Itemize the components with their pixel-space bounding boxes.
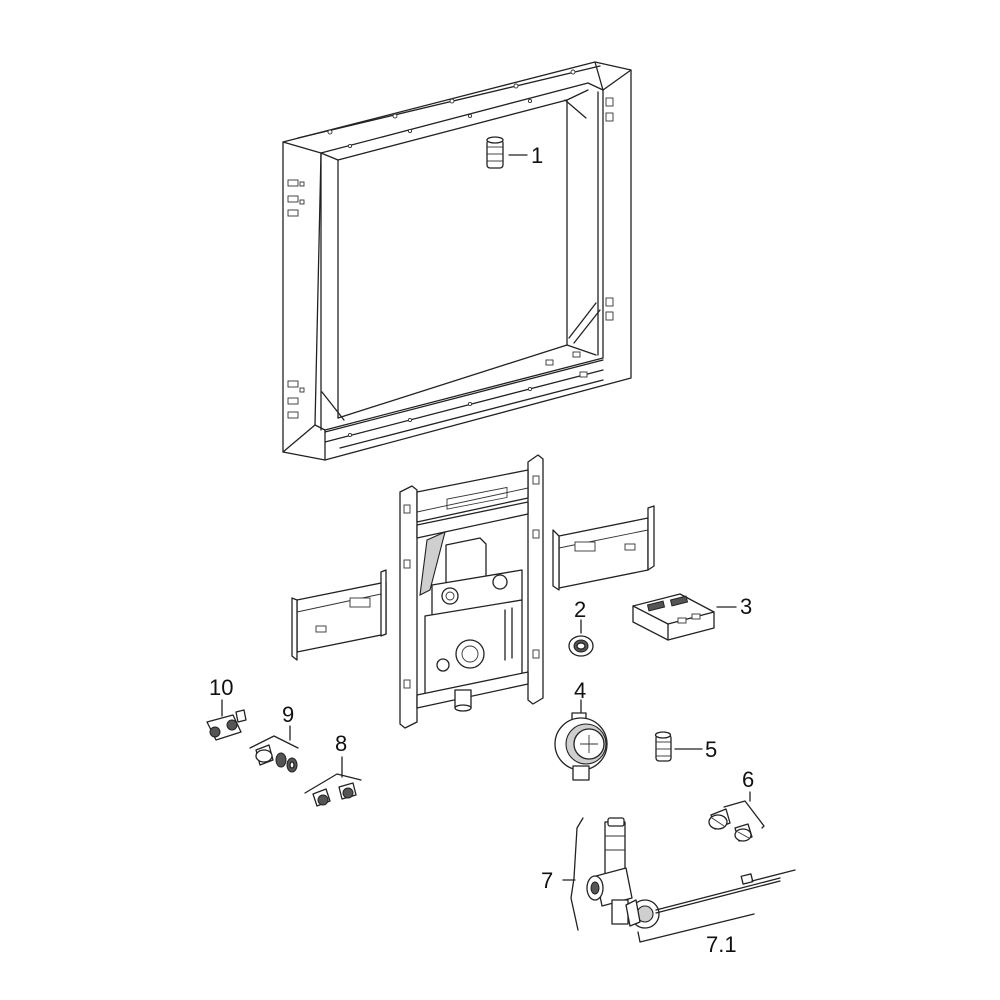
callout-8: 8 xyxy=(335,731,347,756)
part-8-clips xyxy=(312,782,357,807)
callout-labels: 1 2 3 4 5 6 7 7.1 8 9 10 xyxy=(209,143,754,957)
callout-7: 7 xyxy=(541,868,553,893)
right-wing-bracket xyxy=(552,505,655,591)
part-10-bracket xyxy=(206,709,247,741)
left-wing-bracket xyxy=(291,569,387,661)
part-5-plug xyxy=(654,731,672,762)
carrier-frame xyxy=(399,454,544,729)
callout-5: 5 xyxy=(705,737,717,762)
part-9-fittings xyxy=(255,744,298,773)
callout-4: 4 xyxy=(574,678,586,703)
leader-lines xyxy=(221,154,765,943)
outer-frame xyxy=(282,61,632,461)
part-6-knobs xyxy=(708,808,753,842)
part-1-plug xyxy=(486,136,504,169)
callout-2: 2 xyxy=(574,597,586,622)
callout-6: 6 xyxy=(742,767,754,792)
part-3-module xyxy=(632,593,715,641)
callout-9: 9 xyxy=(282,702,294,727)
part-4-gauge xyxy=(554,712,608,781)
callout-7-1: 7.1 xyxy=(706,932,737,957)
part-7-valve-assembly xyxy=(586,817,660,929)
callout-1: 1 xyxy=(531,143,543,168)
callout-3: 3 xyxy=(740,594,752,619)
part-7-1-cable xyxy=(655,869,796,914)
part-2-ring xyxy=(568,635,594,657)
callout-10: 10 xyxy=(209,675,233,700)
